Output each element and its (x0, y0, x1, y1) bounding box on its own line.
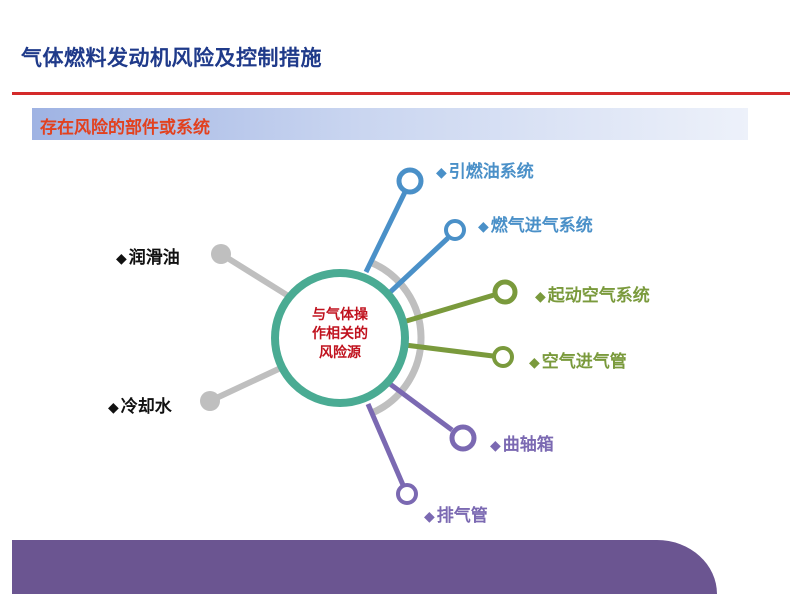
spoke-lube-oil (219, 251, 292, 300)
node-dot-cooling-water (200, 391, 220, 411)
spoke-exhaust-pipe (365, 403, 406, 486)
diamond-bullet-icon: ◆ (436, 165, 447, 181)
section-header-bar (32, 108, 748, 140)
node-ring-air-intake-pipe (492, 346, 514, 368)
label-exhaust-pipe: ◆排气管 (424, 506, 488, 526)
center-label-line-2: 作相关的 (312, 326, 368, 342)
center-label-line-3: 风险源 (319, 345, 361, 361)
label-starting-air: ◆起动空气系统 (535, 286, 650, 306)
label-cooling-water: ◆冷却水 (108, 397, 172, 417)
center-ring (271, 269, 409, 407)
node-ring-ignition-oil (396, 167, 424, 195)
diamond-bullet-icon: ◆ (535, 289, 546, 305)
page-title: 气体燃料发动机风险及控制措施 (21, 46, 322, 70)
section-heading: 存在风险的部件或系统 (40, 118, 210, 138)
spoke-ignition-oil (363, 190, 408, 274)
spoke-fuel-gas-intake (384, 236, 450, 298)
diamond-bullet-icon: ◆ (529, 355, 540, 371)
node-dot-lube-oil (211, 244, 231, 264)
label-crankcase: ◆曲轴箱 (490, 435, 554, 455)
node-ring-exhaust-pipe (396, 483, 418, 505)
label-air-intake-pipe: ◆空气进气管 (529, 352, 627, 372)
spoke-cooling-water (208, 363, 287, 404)
diamond-bullet-icon: ◆ (478, 219, 489, 235)
diamond-bullet-icon: ◆ (108, 400, 119, 416)
footer-band (12, 540, 717, 594)
gray-arc (368, 258, 425, 417)
spoke-air-intake-pipe (404, 342, 494, 359)
diamond-bullet-icon: ◆ (116, 251, 127, 267)
spoke-starting-air (402, 292, 495, 325)
node-ring-fuel-gas-intake (444, 219, 466, 241)
diamond-bullet-icon: ◆ (490, 438, 501, 454)
label-lube-oil: ◆润滑油 (116, 248, 180, 268)
spoke-crankcase (388, 381, 454, 433)
node-ring-crankcase (449, 424, 477, 452)
center-label-line-1: 与气体操 (312, 307, 368, 323)
title-divider (12, 92, 790, 95)
label-ignition-oil: ◆引燃油系统 (436, 162, 534, 182)
center-label: 与气体操 作相关的 风险源 (291, 306, 389, 363)
diamond-bullet-icon: ◆ (424, 509, 435, 525)
node-ring-starting-air (492, 279, 518, 305)
label-fuel-gas-intake: ◆燃气进气系统 (478, 216, 593, 236)
